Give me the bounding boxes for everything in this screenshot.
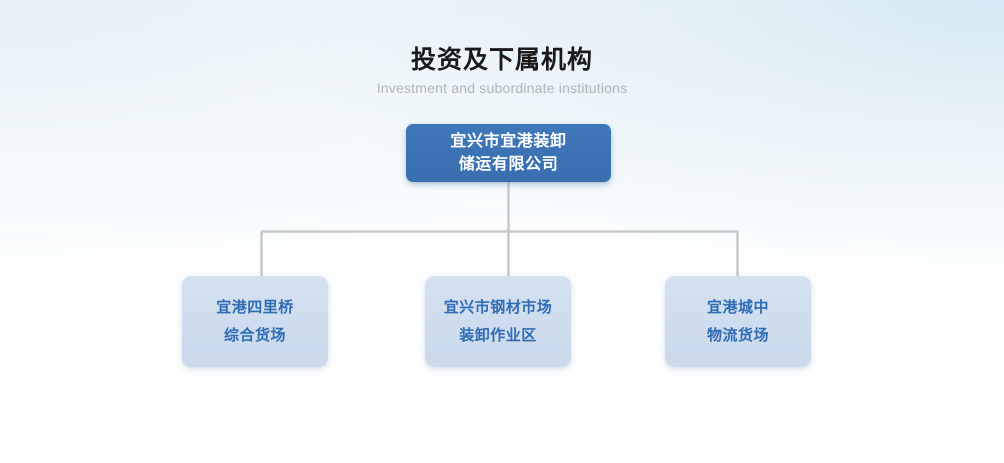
org-node-child-2-line-1: 宜兴市钢材市场 bbox=[443, 298, 553, 316]
org-node-child-2-line-2: 装卸作业区 bbox=[459, 326, 537, 344]
org-node-child-1-line-1: 宜港四里桥 bbox=[216, 298, 294, 316]
page-heading: 投资及下属机构 Investment and subordinate insti… bbox=[0, 44, 1004, 97]
org-node-root-line-1: 宜兴市宜港装卸 bbox=[450, 133, 567, 150]
org-node-child-2[interactable]: 宜兴市钢材市场 装卸作业区 bbox=[425, 276, 571, 367]
org-node-child-3-line-1: 宜港城中 bbox=[706, 298, 769, 316]
org-node-root-line-2: 储运有限公司 bbox=[458, 156, 559, 173]
page-title: 投资及下属机构 bbox=[410, 46, 593, 74]
page-subtitle: Investment and subordinate institutions bbox=[376, 80, 628, 96]
org-node-child-3-line-2: 物流货场 bbox=[706, 326, 769, 344]
org-node-child-3[interactable]: 宜港城中 物流货场 bbox=[665, 276, 811, 367]
org-node-root[interactable]: 宜兴市宜港装卸 储运有限公司 bbox=[406, 124, 611, 182]
org-node-child-1-line-2: 综合货场 bbox=[223, 326, 286, 344]
org-node-child-1[interactable]: 宜港四里桥 综合货场 bbox=[182, 276, 328, 367]
